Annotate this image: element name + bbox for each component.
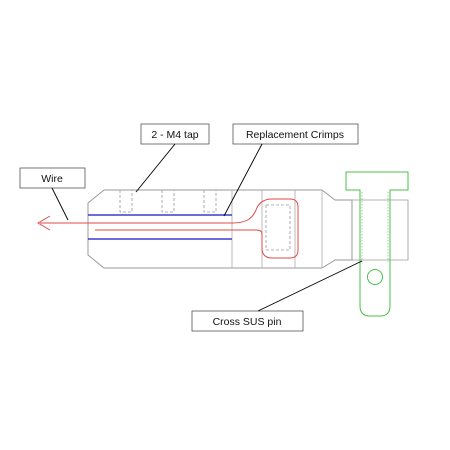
m4-tap-label: 2 - M4 tap <box>151 129 198 141</box>
crimp-lines <box>88 214 232 240</box>
pin-thread <box>361 192 389 262</box>
leader-lines <box>51 143 363 312</box>
tap-holes <box>119 189 291 251</box>
crimps-label: Replacement Crimps <box>246 129 344 141</box>
pin-label: Cross SUS pin <box>213 316 282 328</box>
section-lines <box>231 190 323 268</box>
pin-label-box <box>191 310 304 332</box>
wire-arrow-icon <box>37 215 51 231</box>
body-end <box>352 199 409 261</box>
wire-path <box>40 198 299 259</box>
connector-body <box>87 189 353 269</box>
wire-label: Wire <box>41 173 63 185</box>
crimps-label-box <box>232 123 359 145</box>
cross-pin <box>345 171 409 317</box>
